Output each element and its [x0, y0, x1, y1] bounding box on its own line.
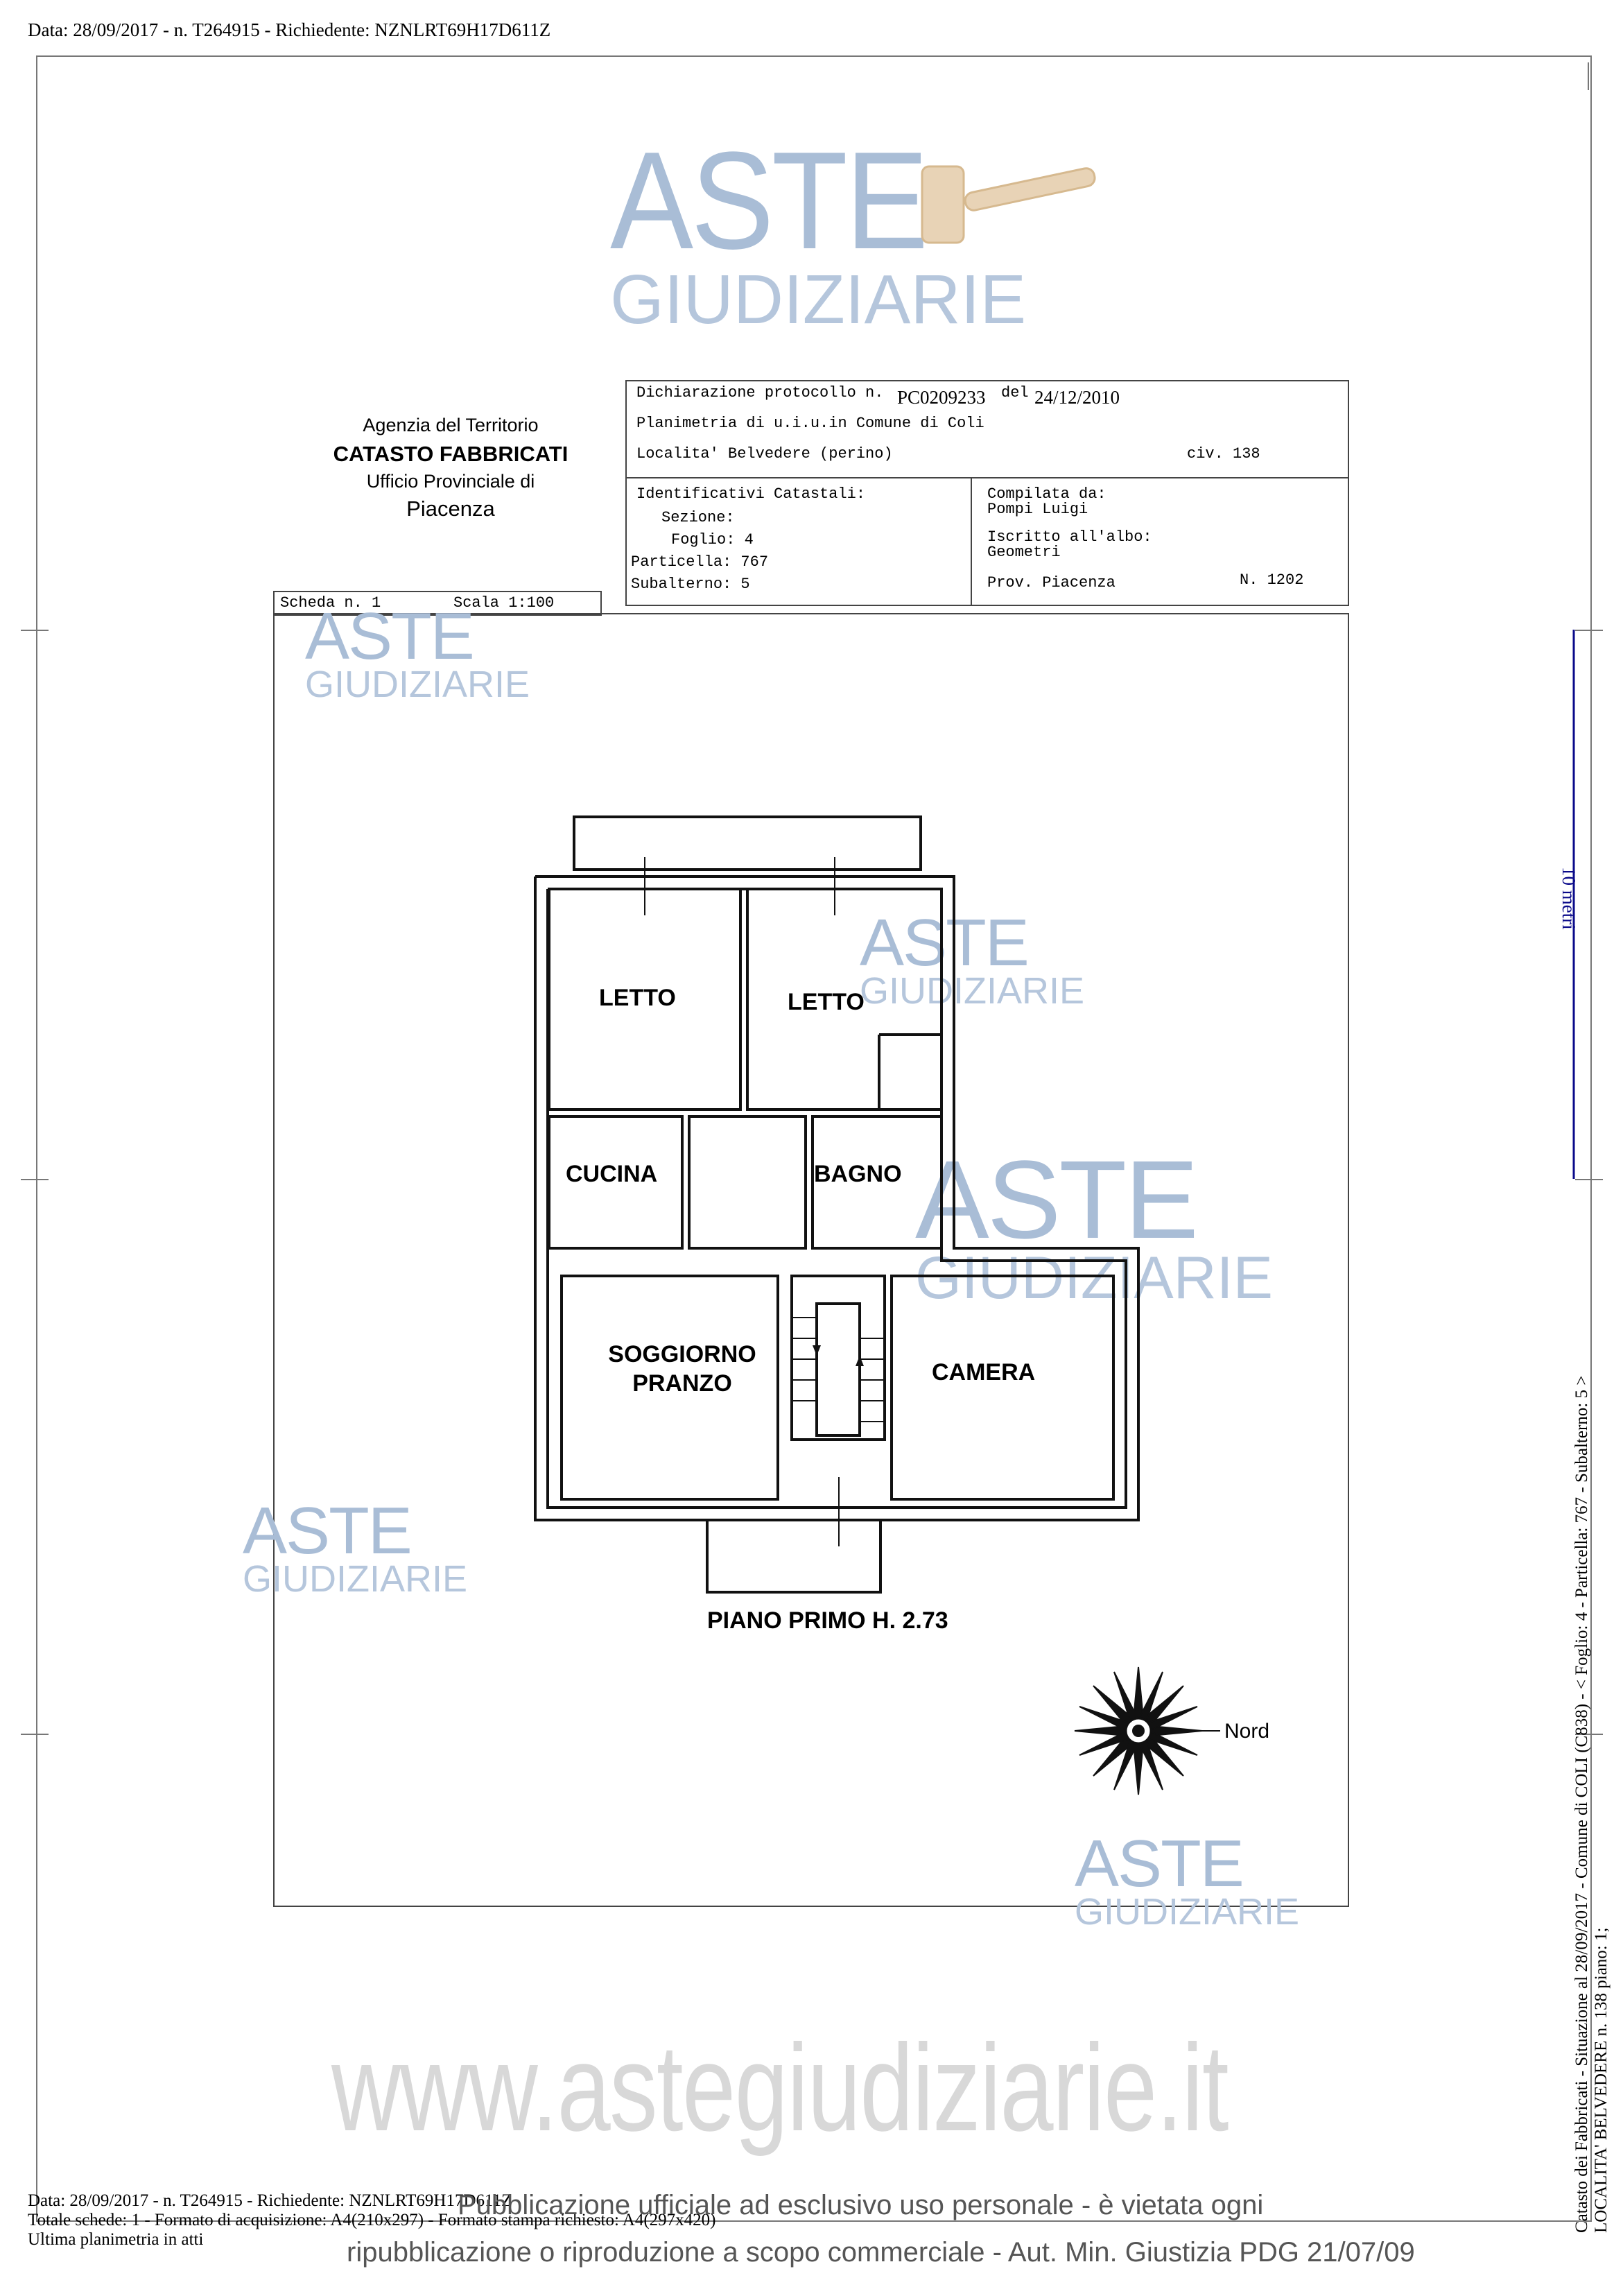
- compass-icon: [1074, 1666, 1203, 1795]
- compilata-label: Compilata da:: [987, 485, 1106, 503]
- agency-line3: Ufficio Provinciale di: [366, 471, 535, 492]
- stairs: [790, 1275, 886, 1441]
- watermark-logo-small: ASTE GIUDIZIARIE: [243, 1498, 467, 1598]
- watermark-giudiziarie: GIUDIZIARIE: [610, 261, 1027, 338]
- plan-title: PIANO PRIMO H. 2.73: [707, 1607, 948, 1634]
- room-soggiorno: [560, 1275, 779, 1501]
- balcony-north: [573, 815, 922, 871]
- frame-tick: [1575, 630, 1603, 631]
- room-cucina: [548, 1115, 684, 1250]
- publication-notice-line2: ripubblicazione o riproduzione a scopo c…: [347, 2237, 1415, 2268]
- locality-line: Localita' Belvedere (perino): [636, 445, 893, 463]
- agency-line2: CATASTO FABBRICATI: [333, 442, 569, 466]
- room-label-letto-1: LETTO: [599, 985, 676, 1011]
- frame-tick: [1588, 62, 1589, 90]
- room-letto-2: [746, 888, 943, 1111]
- watermark-aste: ASTE: [610, 123, 928, 278]
- watermark-giudiziarie: GIUDIZIARIE: [915, 1245, 1274, 1311]
- province: Prov. Piacenza: [987, 574, 1116, 592]
- protocol-number: PC0209233: [897, 387, 986, 408]
- iscritto-label: Iscritto all'albo:: [987, 528, 1152, 546]
- watermark-giudiziarie: GIUDIZIARIE: [243, 1558, 468, 1600]
- side-text-line2: LOCALITA' BELVEDERE n. 138 piano: 1;: [1592, 1927, 1611, 2233]
- planimetry-line: Planimetria di u.i.u.in Comune di Coli: [636, 415, 984, 432]
- agency-line4: Piacenza: [406, 497, 495, 521]
- frame-tick: [21, 1179, 49, 1180]
- scale-value: Scala 1:100: [453, 594, 555, 612]
- compiler-box: Compilata da: Pompi Luigi Iscritto all'a…: [971, 477, 1349, 606]
- watermark-logo-small: ASTE GIUDIZIARIE: [860, 910, 1084, 1010]
- watermark-giudiziarie: GIUDIZIARIE: [860, 970, 1085, 1012]
- footer-line3: Ultima planimetria in atti: [28, 2230, 204, 2249]
- room-label-letto-2: LETTO: [788, 989, 865, 1015]
- declaration-box: Dichiarazione protocollo n. PC0209233 de…: [625, 380, 1349, 480]
- agency-block: Agenzia del Territorio CATASTO FABBRICAT…: [305, 415, 596, 521]
- particella-field: Particella: 767: [631, 553, 769, 571]
- watermark-giudiziarie: GIUDIZIARIE: [1075, 1891, 1300, 1933]
- sezione-field: Sezione:: [661, 509, 735, 526]
- albo-number: N. 1202: [1240, 571, 1304, 589]
- watermark-logo-small: ASTE GIUDIZIARIE: [305, 599, 530, 705]
- footer-line1: Data: 28/09/2017 - n. T264915 - Richiede…: [28, 2191, 512, 2210]
- frame-tick: [1575, 1734, 1603, 1735]
- room-label-camera: CAMERA: [932, 1359, 1036, 1386]
- del-label: del: [1001, 384, 1029, 402]
- scheda-number: Scheda n. 1: [280, 594, 381, 612]
- room-label-cucina: CUCINA: [566, 1161, 658, 1187]
- protocol-label: Dichiarazione protocollo n.: [636, 384, 884, 402]
- room-disimpegno: [688, 1115, 807, 1250]
- footer-line2: Totale schede: 1 - Formato di acquisizio…: [28, 2211, 716, 2229]
- frame-tick: [21, 1734, 49, 1735]
- side-text-line1: Catasto dei Fabbricati - Situazione al 2…: [1572, 1375, 1591, 2233]
- identifiers-title: Identificativi Catastali:: [636, 485, 866, 503]
- watermark-logo-large: ASTE GIUDIZIARIE: [610, 123, 1096, 338]
- watermark-logo-small: ASTE GIUDIZIARIE: [1075, 1831, 1299, 1931]
- watermark-aste: ASTE: [1075, 1827, 1244, 1901]
- watermark-giudiziarie: GIUDIZIARIE: [305, 664, 530, 705]
- declaration-date: 24/12/2010: [1034, 387, 1120, 408]
- balcony-south: [706, 1519, 882, 1594]
- publication-notice-line1: Pubblicazione ufficiale ad esclusivo uso…: [458, 2190, 1264, 2220]
- room-label-soggiorno-line1: SOGGIORNO: [608, 1341, 756, 1367]
- room-label-soggiorno: SOGGIORNO PRANZO: [606, 1340, 758, 1398]
- gavel-icon: [921, 165, 1096, 244]
- identifiers-box: Identificativi Catastali: Sezione: Fogli…: [625, 477, 975, 606]
- subalterno-field: Subalterno: 5: [631, 576, 750, 593]
- foglio-field: Foglio: 4: [671, 531, 754, 549]
- room-label-bagno: BAGNO: [814, 1161, 902, 1187]
- iscritto-value: Geometri: [987, 544, 1061, 561]
- frame-tick: [1575, 1179, 1603, 1180]
- north-label: Nord: [1224, 1720, 1270, 1743]
- footer: Data: 28/09/2017 - n. T264915 - Richiede…: [28, 2191, 716, 2250]
- watermark-aste: ASTE: [243, 1494, 413, 1568]
- watermark-aste: ASTE: [915, 1137, 1199, 1261]
- room-camera: [890, 1275, 1115, 1501]
- watermark-aste: ASTE: [305, 599, 475, 673]
- drawing-frame: [273, 613, 1349, 1907]
- compilata-name: Pompi Luigi: [987, 501, 1088, 518]
- page-frame: [36, 55, 1592, 2222]
- civic-number: civ. 138: [1187, 445, 1260, 463]
- watermark-site: www.astegiudiziarie.it: [331, 2019, 1229, 2157]
- watermark-aste: ASTE: [860, 906, 1030, 980]
- frame-tick: [36, 62, 37, 90]
- room-label-soggiorno-line2: PRANZO: [632, 1370, 732, 1397]
- top-header: Data: 28/09/2017 - n. T264915 - Richiede…: [28, 19, 551, 40]
- frame-tick: [21, 630, 49, 631]
- scale-bar-label: 10 metri: [1559, 867, 1579, 930]
- agency-line1: Agenzia del Territorio: [363, 415, 539, 435]
- scheda-box: Scheda n. 1 Scala 1:100: [273, 591, 602, 616]
- watermark-logo-medium: ASTE GIUDIZIARIE: [915, 1137, 1274, 1311]
- outer-wall: [534, 875, 1140, 1521]
